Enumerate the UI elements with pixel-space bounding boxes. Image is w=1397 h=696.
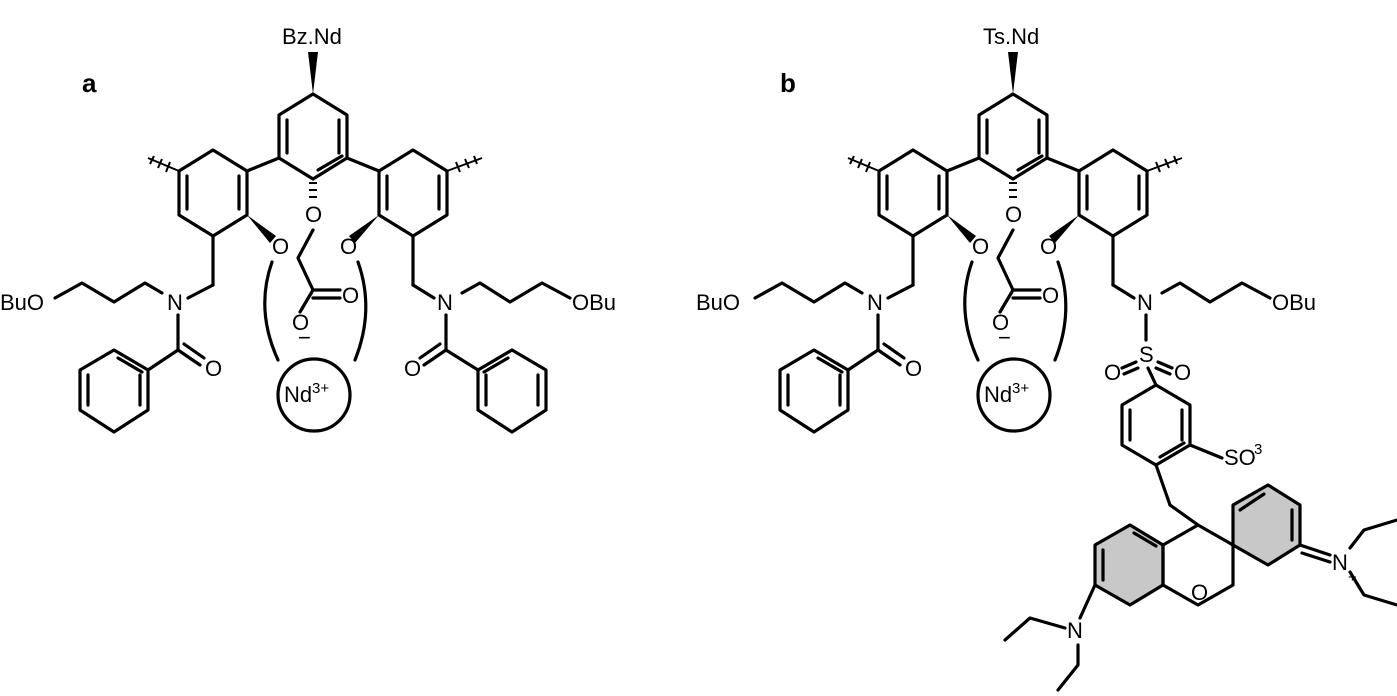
left-aryl-ring (177, 148, 249, 238)
carboxylate-minus-sign: − (998, 325, 1011, 350)
butoxy-left: BuO (696, 290, 740, 315)
sulfonate-subscript: 3 (1254, 441, 1262, 458)
structure-panel-b: b Ts.Nd O O O O − (696, 24, 1397, 692)
benzoyl-ring-left (78, 348, 150, 434)
structure-panel-a: a Bz.Nd O O O (0, 24, 616, 434)
carboxylate-oxygen: O (1042, 283, 1059, 308)
panel-label-a: a (82, 68, 97, 98)
ether-oxygen-left: O (272, 234, 289, 259)
benzoyl-ring-left (778, 348, 850, 434)
top-group-label: Ts.Nd (983, 24, 1039, 49)
butoxy-right: OBu (572, 290, 616, 315)
benzoyl-ring-right (476, 348, 548, 434)
metal-charge: 3+ (1012, 380, 1029, 397)
metal-symbol: Nd (284, 382, 312, 407)
sulfonyl-aryl-ring (1120, 383, 1192, 467)
amide-oxygen-right: O (404, 356, 421, 381)
top-group-label: Bz.Nd (282, 24, 342, 49)
ether-oxygen-center: O (1005, 202, 1022, 227)
nitrogen-left: N (867, 290, 883, 315)
xanthene-oxygen: O (1191, 580, 1208, 605)
ether-oxygen-left: O (972, 234, 989, 259)
metal-charge: 3+ (312, 380, 329, 397)
ether-oxygen-right: O (340, 234, 357, 259)
carboxylate-oxygen-minus: O (992, 310, 1009, 335)
metal-ion-circle (276, 357, 352, 433)
nitrogen-left: N (167, 290, 183, 315)
amide-oxygen-left: O (205, 356, 222, 381)
wedge-bond-top (1008, 52, 1018, 94)
carboxylate-oxygen-minus: O (292, 310, 309, 335)
sulfonyl-sulfur: S (1139, 342, 1154, 367)
sulfonyl-oxygen-left: O (1104, 360, 1121, 385)
iminium-nitrogen: N (1332, 550, 1348, 575)
sulfonyl-oxygen-right: O (1174, 360, 1191, 385)
xanthene-ring-right (1231, 483, 1302, 567)
metal-symbol: Nd (984, 382, 1012, 407)
right-aryl-ring (1077, 148, 1149, 238)
ether-oxygen-center: O (305, 202, 322, 227)
ether-oxygen-right: O (1040, 234, 1057, 259)
carboxylate-oxygen: O (342, 283, 359, 308)
central-aryl-ring (277, 92, 349, 181)
central-aryl-ring (977, 92, 1049, 181)
metal-ion-circle (976, 357, 1052, 433)
left-aryl-ring (877, 148, 949, 238)
panel-label-b: b (780, 68, 796, 98)
wedge-bond-top (308, 52, 318, 94)
right-aryl-ring (377, 148, 449, 238)
xanthene-ring-left-fill (1095, 525, 1163, 605)
amide-oxygen-left: O (905, 356, 922, 381)
butoxy-right: OBu (1272, 290, 1316, 315)
nitrogen-right: N (437, 290, 453, 315)
sulfonate-group: SO (1224, 445, 1256, 470)
butoxy-left: BuO (0, 290, 44, 315)
nitrogen-right: N (1137, 290, 1153, 315)
carboxylate-minus-sign: − (298, 325, 311, 350)
amine-nitrogen: N (1067, 618, 1083, 643)
